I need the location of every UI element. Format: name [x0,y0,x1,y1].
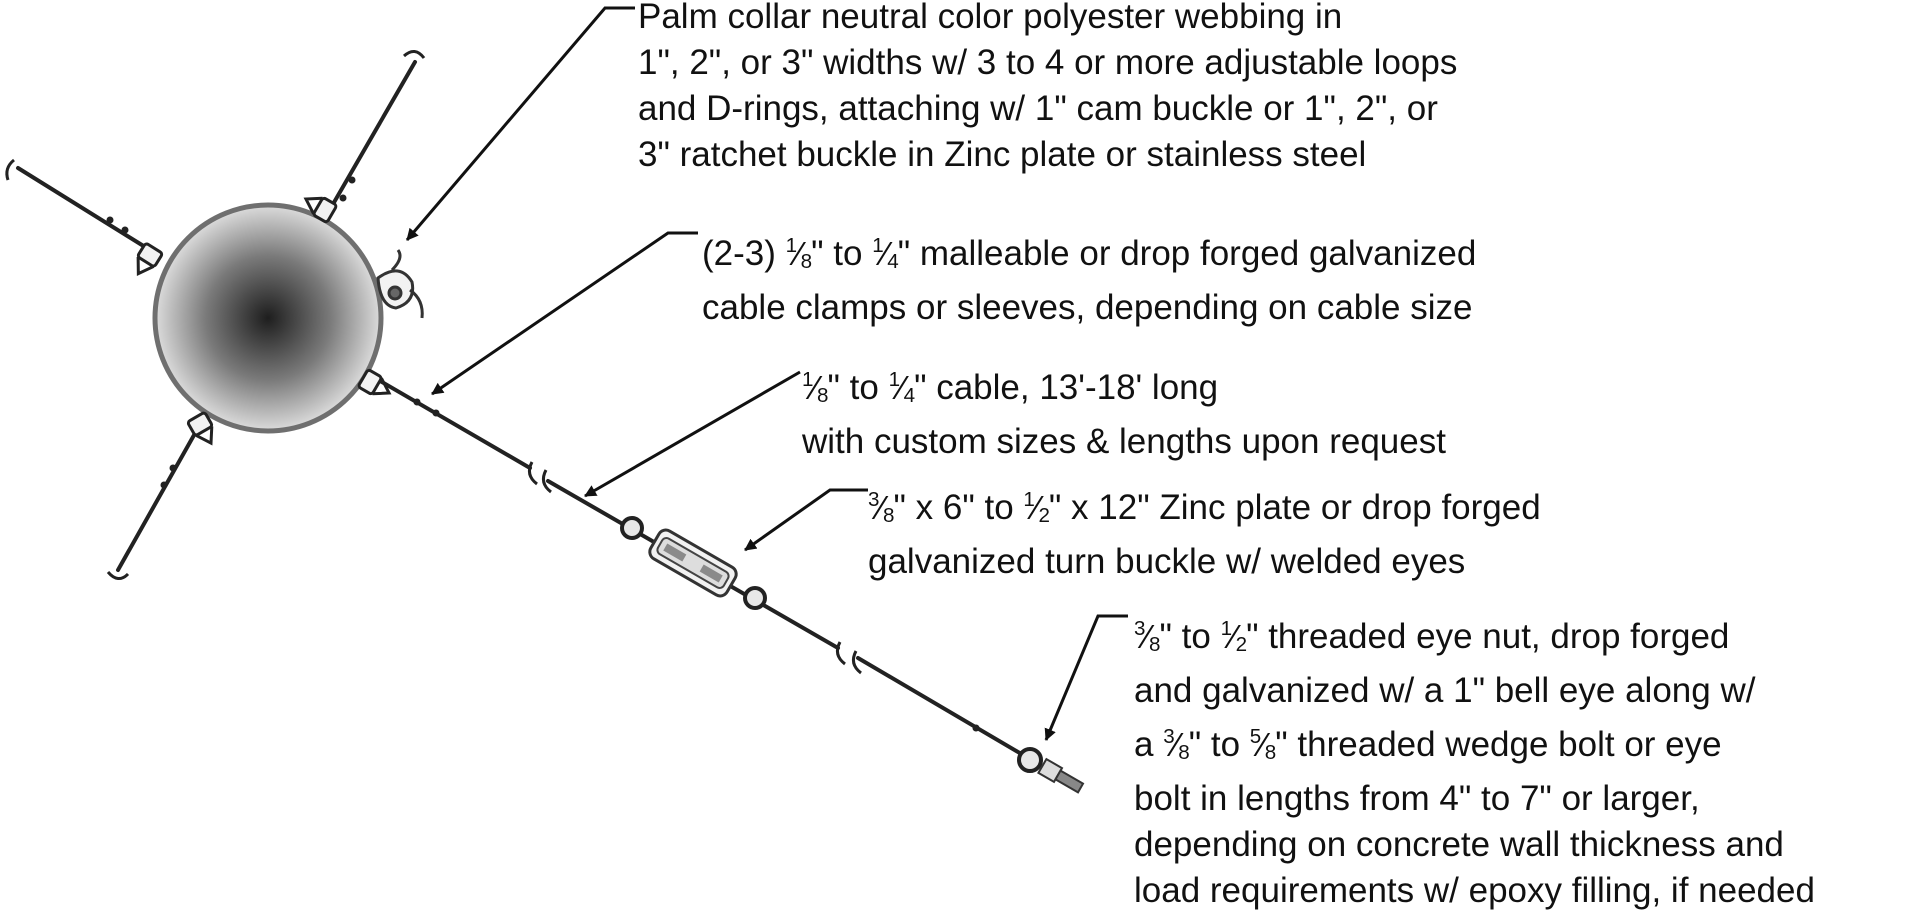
d-ring-main [357,368,392,396]
palm-collar-line-2: 1", 2", or 3" widths w/ 3 to 4 or more a… [638,43,1458,82]
d-ring-attachments [136,196,392,446]
palm-collar-leader [405,6,635,241]
fraction: 3⁄8 [868,488,895,527]
fraction: 1⁄4 [888,368,916,407]
cable-clamp-marks [106,176,980,732]
palm-collar-callout: Palm collar neutral color polyester webb… [638,0,1457,178]
cam-buckle [376,249,424,319]
eye-nut-line-2: and galvanized w/ a 1" bell eye along w/ [1134,670,1756,710]
d-ring-upper [303,196,338,224]
turnbuckle [620,516,767,610]
fraction: 1⁄2 [1220,617,1248,656]
cable-line-2: with custom sizes & lengths upon request [802,421,1446,461]
eye-nut-line-6: load requirements w/ epoxy filling, if n… [1134,870,1815,910]
cable-clamps-callout: (2-3) 1⁄8" to 1⁄4" malleable or drop for… [702,223,1476,331]
d-ring-lower [186,411,214,446]
eye-nut-line-1: 3⁄8" to 1⁄2" threaded eye nut, drop forg… [1134,616,1730,656]
fraction: 1⁄8 [785,234,813,273]
eye-nut-line-3: a 3⁄8" to 5⁄8" threaded wedge bolt or ey… [1134,724,1722,764]
eye-nut-bolt [1017,747,1085,794]
guy-cable-upper [323,60,417,220]
cable-line-1: 1⁄8" to 1⁄4" cable, 13'-18' long [802,367,1219,407]
leader-lines [405,6,1128,741]
eye-nut-line-4: bolt in lengths from 4" to 7" or larger, [1134,778,1700,818]
d-ring-left [136,242,164,277]
palm-collar-line-3: and D-rings, attaching w/ 1" cam buckle … [638,89,1438,128]
fraction: 3⁄8 [1134,617,1161,656]
tree-trunk [152,202,384,434]
eye-nut-leader [1044,614,1128,741]
fraction: 1⁄4 [872,234,899,273]
turnbuckle-leader [744,488,868,552]
eye-nut-line-5: depending on concrete wall thickness and [1134,824,1784,864]
cable-clamps-line-1: (2-3) 1⁄8" to 1⁄4" malleable or drop for… [702,233,1477,273]
fraction: 3⁄8 [1163,724,1190,764]
fraction: 1⁄2 [1023,488,1050,527]
guy-cable-left [16,166,152,252]
cable-clamps-line-2: cable clamps or sleeves, depending on ca… [702,287,1473,327]
main-guy-cable-c [856,656,1037,764]
main-guy-cable-a [373,376,532,470]
turnbuckle-callout: 3⁄8" x 6" to 1⁄2" x 12" Zinc plate or dr… [868,477,1541,585]
tree-guying-diagram [5,6,1128,794]
palm-collar-line-1: Palm collar neutral color polyester webb… [638,0,1343,36]
cable-break-marks [527,461,862,675]
turnbuckle-line-2: galvanized turn buckle w/ welded eyes [868,541,1466,581]
guy-cable-lower [116,426,200,572]
cable-leader [584,370,801,498]
hook-ends [5,50,426,580]
palm-collar-line-4: 3" ratchet buckle in Zinc plate or stain… [638,135,1367,174]
fraction: 5⁄8 [1249,724,1277,764]
cable-clamps-leader [431,231,698,396]
cable-callout: 1⁄8" to 1⁄4" cable, 13'-18' long with cu… [802,357,1446,465]
eye-nut-callout: 3⁄8" to 1⁄2" threaded eye nut, drop forg… [1134,606,1815,914]
turnbuckle-line-1: 3⁄8" x 6" to 1⁄2" x 12" Zinc plate or dr… [868,487,1541,527]
fraction: 1⁄8 [802,368,829,407]
